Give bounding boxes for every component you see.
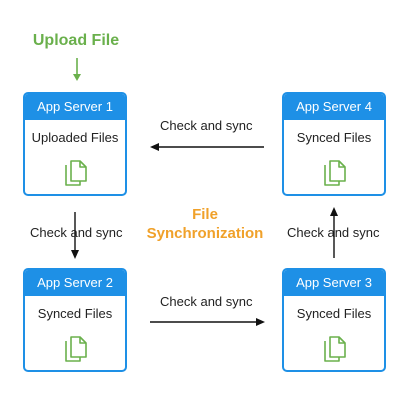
arrow-s3-to-s4 [330,207,338,258]
app-server-4-box: App Server 4 Synced Files [282,92,386,196]
app-server-2-box: App Server 2 Synced Files [23,268,127,372]
arrow-s4-to-s1 [150,143,264,151]
files-copy-icon [324,160,346,186]
edge-label-s4-s1: Check and sync [160,118,253,133]
files-copy-icon [324,336,346,362]
app-server-2-label: Synced Files [37,306,113,321]
app-server-3-box: App Server 3 Synced Files [282,268,386,372]
edge-label-s2-s3: Check and sync [160,294,253,309]
arrow-s2-to-s3 [150,318,265,326]
files-copy-icon [65,336,87,362]
app-server-1-header: App Server 1 [25,94,125,120]
app-server-4-label: Synced Files [296,130,372,145]
center-title-line1: File [192,206,218,223]
file-synchronization-title: File Synchronization [130,205,280,243]
edge-label-s1-s2: Check and sync [30,225,123,240]
upload-file-label: Upload File [32,32,120,49]
arrow-s1-to-s2 [71,212,79,259]
upload-arrow-icon [73,58,81,81]
center-title-line2: Synchronization [146,225,264,242]
edge-label-s3-s4: Check and sync [287,225,380,240]
app-server-2-header: App Server 2 [25,270,125,296]
app-server-4-header: App Server 4 [284,94,384,120]
files-copy-icon [65,160,87,186]
app-server-3-header: App Server 3 [284,270,384,296]
app-server-1-box: App Server 1 Uploaded Files [23,92,127,196]
app-server-3-label: Synced Files [296,306,372,321]
app-server-1-label: Uploaded Files [31,130,119,145]
